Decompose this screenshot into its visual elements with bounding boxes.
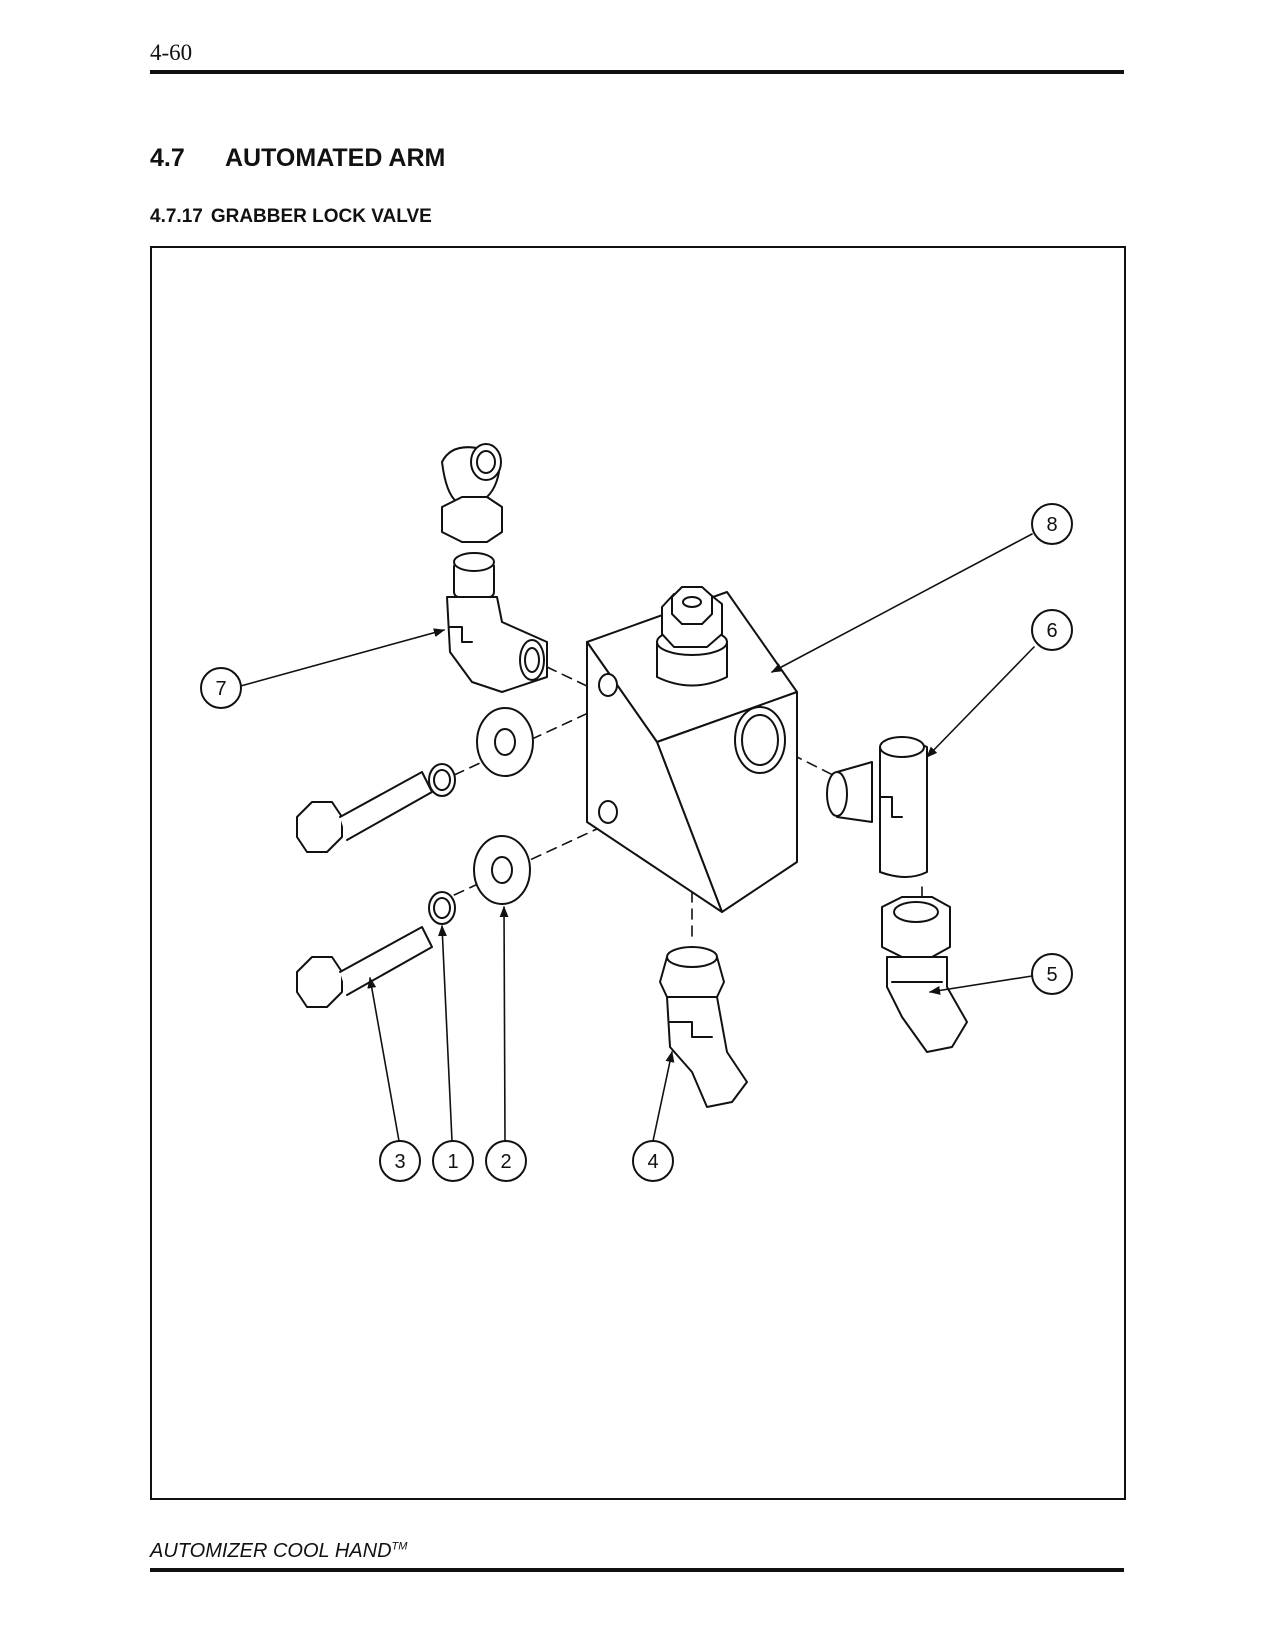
valve-cartridge xyxy=(656,586,728,687)
section-number: 4.7 xyxy=(150,144,185,172)
upper-lock-washer xyxy=(428,763,456,797)
callout-8: 8 xyxy=(1031,503,1073,545)
swivel-fitting-5 xyxy=(881,896,968,1053)
upper-swivel-fitting xyxy=(441,443,503,543)
callout-4: 4 xyxy=(632,1140,674,1182)
callout-2-label: 2 xyxy=(500,1151,511,1173)
callout-7: 7 xyxy=(200,667,242,709)
callout-3: 3 xyxy=(379,1140,421,1182)
callout-4-label: 4 xyxy=(647,1151,658,1173)
callout-2: 2 xyxy=(485,1140,527,1182)
straight-fitting-4 xyxy=(659,946,748,1108)
callout-3-label: 3 xyxy=(394,1151,405,1173)
section-title: 4.7 AUTOMATED ARM xyxy=(150,144,445,173)
leader-lines xyxy=(236,533,1035,1142)
trademark-symbol: TM xyxy=(391,1540,408,1553)
upper-flat-washer xyxy=(476,707,534,777)
lower-lock-washer xyxy=(428,891,456,925)
callout-6: 6 xyxy=(1031,609,1073,651)
exploded-view-diagram: 8 6 7 5 3 1 2 4 xyxy=(200,443,1073,1182)
page-number: 4-60 xyxy=(150,40,193,65)
figure-box: 8 6 7 5 3 1 2 4 xyxy=(150,246,1126,1500)
callout-8-label: 8 xyxy=(1046,514,1057,536)
upper-bolt xyxy=(296,771,433,853)
subsection-name: GRABBER LOCK VALVE xyxy=(210,206,432,227)
header-rule xyxy=(150,70,1124,74)
callout-6-label: 6 xyxy=(1046,620,1057,642)
section-name: AUTOMATED ARM xyxy=(225,144,446,172)
callout-1-label: 1 xyxy=(447,1151,458,1173)
subsection-title: 4.7.17 GRABBER LOCK VALVE xyxy=(150,206,432,228)
callout-1: 1 xyxy=(432,1140,474,1182)
elbow-fitting-7 xyxy=(446,552,548,693)
footer-title: AUTOMIZER COOL HANDTM xyxy=(150,1540,407,1563)
lower-bolt xyxy=(296,926,433,1008)
callout-7-label: 7 xyxy=(215,678,226,700)
footer-rule xyxy=(150,1568,1124,1572)
callout-5-label: 5 xyxy=(1046,964,1057,986)
tee-fitting-6 xyxy=(826,736,928,878)
subsection-number: 4.7.17 xyxy=(150,206,203,227)
footer-product-name: AUTOMIZER COOL HAND xyxy=(150,1540,392,1562)
callout-5: 5 xyxy=(1031,953,1073,995)
lower-flat-washer xyxy=(473,835,531,905)
